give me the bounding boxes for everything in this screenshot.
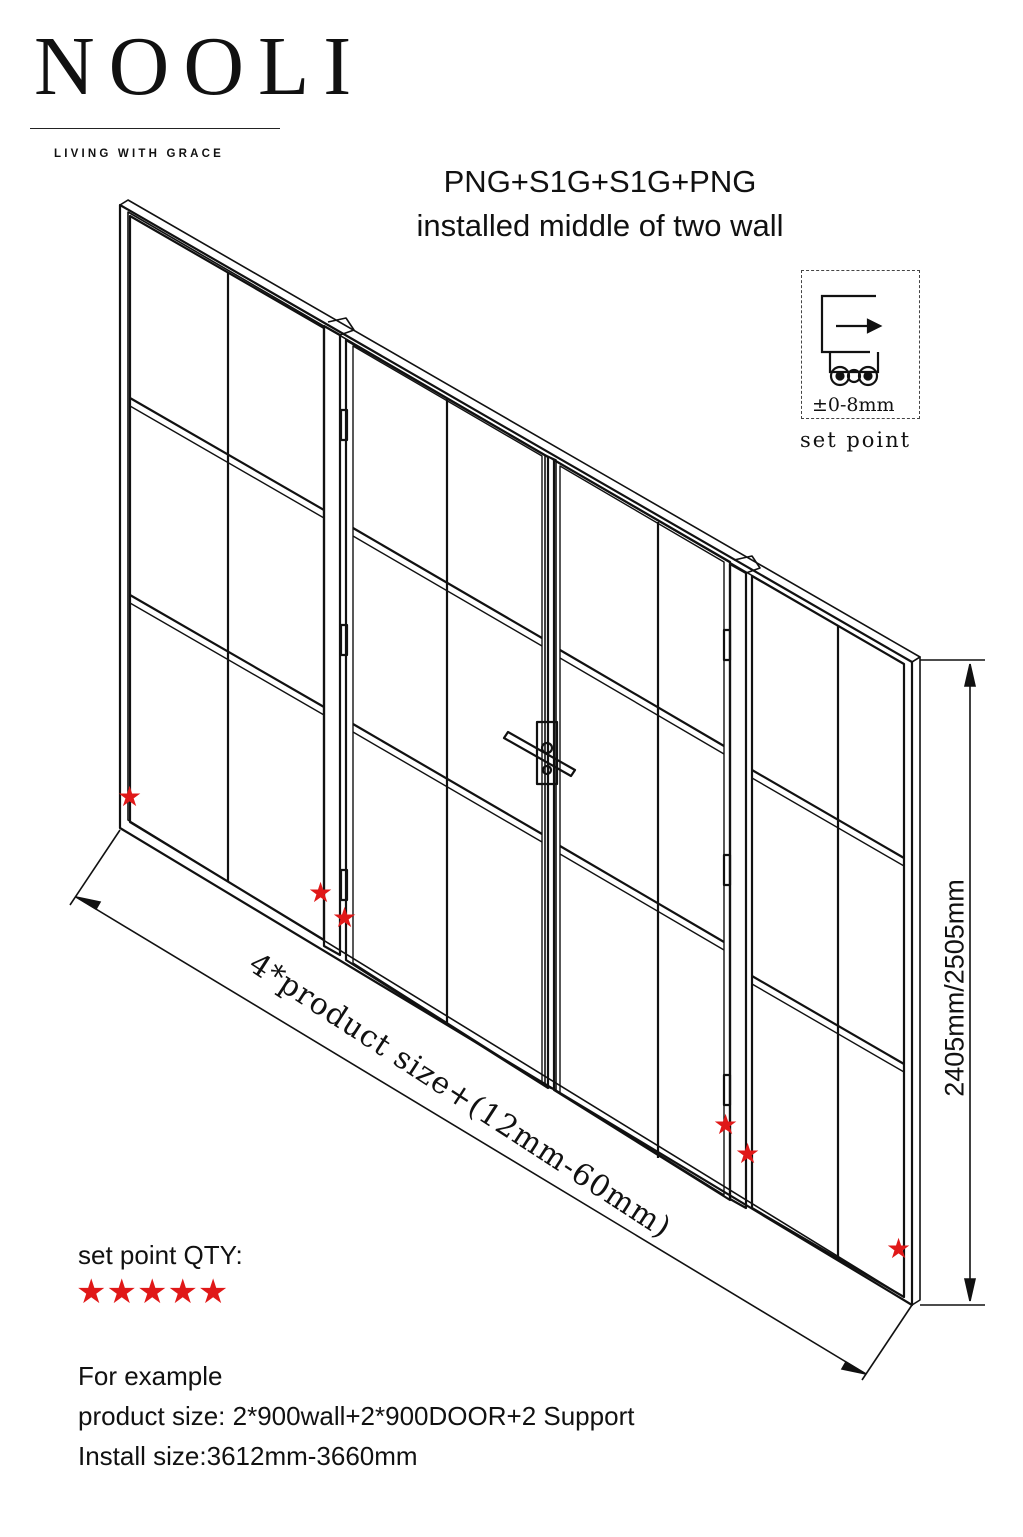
set-point-legend: ±0-8mm	[801, 270, 920, 419]
diagram-title: PNG+S1G+S1G+PNG installed middle of two …	[380, 160, 820, 248]
brand-logo: NOOLI	[34, 20, 366, 113]
brand-divider	[30, 128, 280, 129]
example-install-size: Install size:3612mm-3660mm	[78, 1441, 418, 1471]
example-product-size: product size: 2*900wall+2*900DOOR+2 Supp…	[78, 1401, 635, 1431]
set-point-star: ★	[713, 1108, 738, 1141]
set-point-qty-label: set point QTY:	[78, 1240, 243, 1270]
set-point-star: ★	[308, 876, 333, 909]
set-point-star: ★	[735, 1137, 760, 1170]
door-right	[552, 458, 732, 1202]
set-point-caption: set point	[800, 428, 912, 452]
brand-tagline: LIVING WITH GRACE	[54, 148, 225, 160]
roller-icon	[820, 294, 883, 387]
fixed-panel-left	[128, 214, 326, 942]
example-heading: For example	[78, 1361, 223, 1391]
set-point-qty-stars: ★★★★★	[76, 1273, 229, 1311]
set-point-markers: ★ ★ ★ ★ ★ ★	[117, 780, 911, 1265]
example-block: For example product size: 2*900wall+2*90…	[78, 1356, 634, 1476]
height-label: 2405mm/2505mm	[939, 879, 970, 1097]
set-point-range: ±0-8mm	[812, 394, 895, 416]
door-handle	[502, 454, 577, 1091]
support-post-right	[728, 555, 761, 1210]
set-point-star: ★	[117, 780, 142, 813]
height-dimension	[920, 659, 985, 1306]
width-dimension	[69, 829, 913, 1381]
set-point-star: ★	[332, 901, 357, 934]
title-configuration: PNG+S1G+S1G+PNG	[443, 164, 757, 199]
door-left	[339, 338, 550, 1090]
brand-header: NOOLI LIVING WITH GRACE	[30, 20, 366, 160]
fixed-panel-right	[750, 574, 906, 1299]
support-post-left	[322, 317, 355, 957]
title-installation: installed middle of two wall	[416, 208, 784, 243]
set-point-star: ★	[886, 1232, 911, 1265]
